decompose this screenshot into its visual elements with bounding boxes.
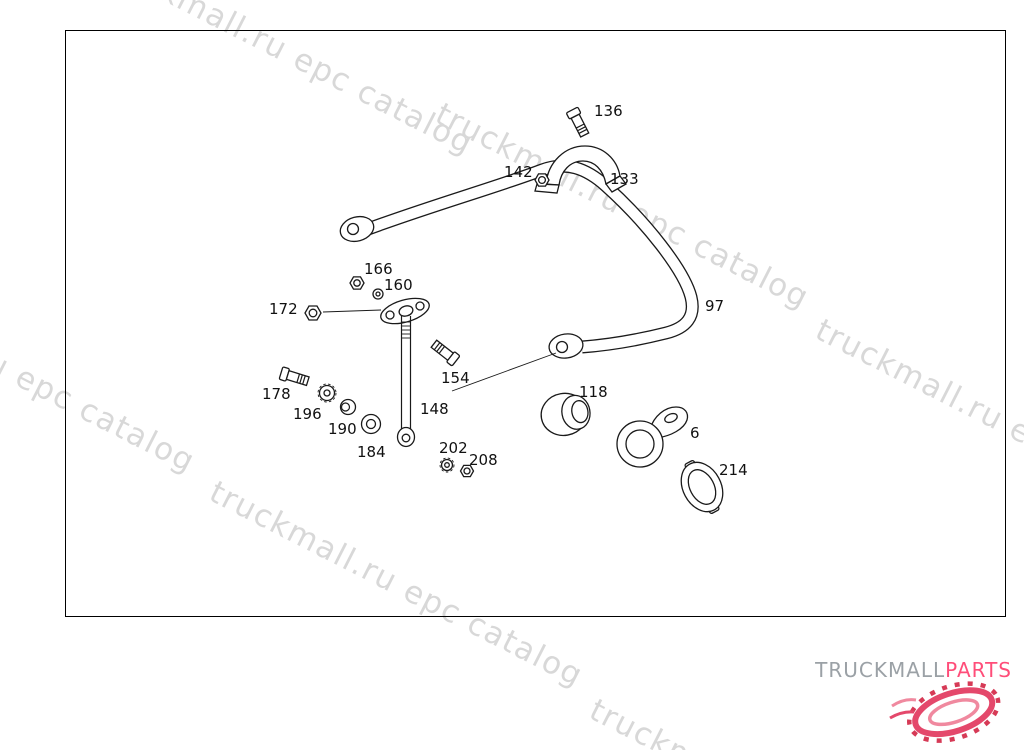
gear-logo-icon: [889, 681, 1001, 743]
part-label-172: 172: [269, 300, 298, 318]
bar-eye-right: [548, 333, 584, 359]
logo-text-pink: PARTS: [945, 658, 1012, 682]
plate-214: [680, 459, 724, 515]
leader-lines: [322, 309, 557, 392]
bolt-136: [565, 106, 592, 139]
part-label-166: 166: [364, 260, 393, 278]
bolt-154: [429, 337, 461, 367]
part-label-208: 208: [469, 451, 498, 469]
part-label-214: 214: [719, 461, 748, 479]
star-washer-202: [439, 457, 455, 473]
bushing-190: [339, 398, 357, 416]
part-label-118: 118: [579, 383, 608, 401]
bushing-118: [540, 392, 591, 437]
part-label-142: 142: [504, 163, 533, 181]
link-bracket: [380, 297, 430, 325]
washer-160: [372, 288, 384, 300]
part-label-202: 202: [439, 439, 468, 457]
part-label-154: 154: [441, 369, 470, 387]
part-label-190: 190: [328, 420, 357, 438]
part-label-6: 6: [690, 424, 700, 442]
part-label-184: 184: [357, 443, 386, 461]
bushing-184: [360, 413, 382, 435]
mount-bracket-6: [616, 406, 689, 468]
clamp-bracket: [534, 145, 627, 194]
nut-208: [459, 464, 475, 478]
nut-166: [349, 276, 365, 290]
logo-text-gray: TRUCKMALL: [815, 658, 946, 682]
part-label-148: 148: [420, 400, 449, 418]
bar-eye-left: [339, 215, 375, 243]
link-rod: [396, 316, 416, 448]
diagram-frame: [65, 30, 1006, 617]
star-washer-196: [317, 383, 337, 403]
part-label-196: 196: [293, 405, 322, 423]
part-label-136: 136: [594, 102, 623, 120]
part-label-178: 178: [262, 385, 291, 403]
part-label-133: 133: [610, 170, 639, 188]
stabilizer-bar: [339, 159, 699, 359]
part-label-160: 160: [384, 276, 413, 294]
part-label-97: 97: [705, 297, 725, 315]
clamp-nut-142: [534, 173, 550, 187]
brand-logo: TRUCKMALLPARTS: [815, 658, 1012, 682]
nut-172: [304, 305, 322, 321]
